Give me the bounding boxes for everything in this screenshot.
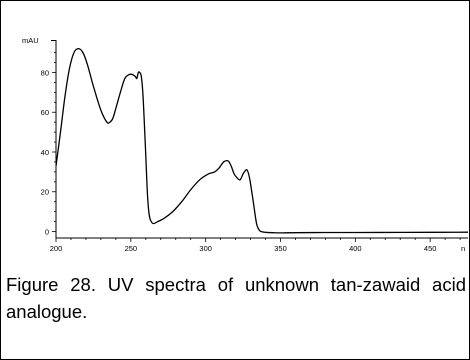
x-tick-label: 200 xyxy=(50,244,63,253)
x-tick-label: 250 xyxy=(125,244,138,253)
y-tick-label: 0 xyxy=(45,227,49,236)
x-axis-label: n xyxy=(461,244,465,253)
y-tick-label: 60 xyxy=(41,108,49,117)
y-tick-label: 20 xyxy=(41,188,49,197)
uv-spectrum-chart: mAU020406080200250300350400450500n xyxy=(22,36,468,253)
figure-caption: Figure 28. UV spectra of unknown tan-zaw… xyxy=(6,274,466,322)
x-tick-label: 450 xyxy=(424,244,437,253)
y-tick-label: 80 xyxy=(41,68,49,77)
x-tick-label: 350 xyxy=(274,244,287,253)
spectrum-line xyxy=(56,48,468,234)
x-tick-label: 300 xyxy=(199,244,212,253)
y-tick-label: 40 xyxy=(41,148,49,157)
y-axis-label: mAU xyxy=(22,36,39,45)
x-tick-label: 400 xyxy=(349,244,362,253)
